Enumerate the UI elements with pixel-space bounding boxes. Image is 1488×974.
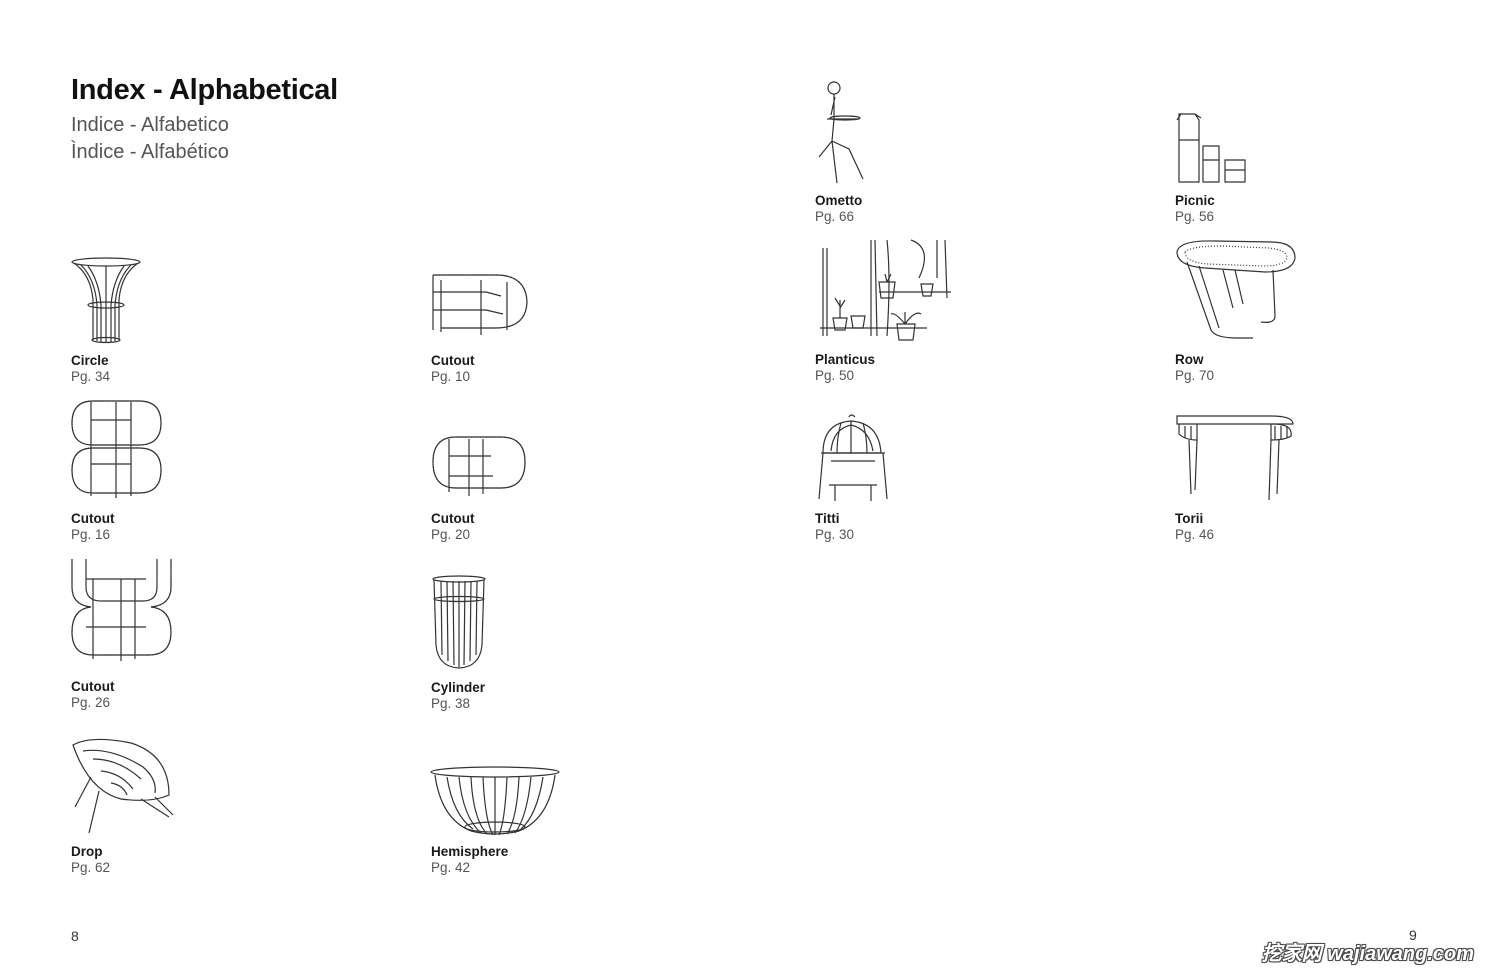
item-page: Pg. 70 — [1175, 368, 1215, 383]
index-item-torii[interactable]: Torii Pg. 46 — [1175, 410, 1375, 548]
item-name: Circle — [71, 353, 109, 368]
planticus-planters-icon — [815, 238, 967, 342]
index-item-ometto[interactable]: Ometto Pg. 66 — [815, 79, 1015, 229]
item-page: Pg. 26 — [71, 695, 111, 710]
index-item-cutout-20[interactable]: Cutout Pg. 20 — [431, 398, 631, 548]
circle-table-icon — [71, 255, 151, 345]
cutout-double-shelf-icon — [71, 398, 163, 500]
index-item-titti[interactable]: Titti Pg. 30 — [815, 413, 1015, 548]
index-item-cylinder[interactable]: Cylinder Pg. 38 — [431, 575, 631, 711]
item-page: Pg. 62 — [71, 860, 111, 875]
item-name: Drop — [71, 844, 103, 859]
cutout-shelf-icon — [431, 270, 531, 335]
index-item-row[interactable]: Row Pg. 70 — [1175, 238, 1375, 390]
item-name: Titti — [815, 511, 840, 526]
page-title: Index - Alphabetical — [71, 74, 338, 106]
ometto-stand-icon — [815, 79, 865, 185]
index-item-hemisphere[interactable]: Hemisphere Pg. 42 — [430, 765, 631, 877]
index-item-picnic[interactable]: Picnic Pg. 56 — [1175, 110, 1375, 230]
watermark: 挖家网 wajiawang.com — [1261, 943, 1474, 965]
subtitle-italian: Indice - Alfabetico — [71, 114, 229, 136]
right-page-number: 9 — [1409, 927, 1417, 943]
hemisphere-table-icon — [430, 765, 561, 837]
cutout-small-shelf-icon — [431, 434, 527, 498]
index-item-circle[interactable]: Circle Pg. 34 — [71, 255, 271, 390]
item-name: Cutout — [431, 353, 475, 368]
item-page: Pg. 20 — [431, 527, 471, 542]
item-name: Cylinder — [431, 680, 486, 695]
torii-console-icon — [1175, 410, 1295, 502]
left-page-number: 8 — [71, 928, 79, 944]
item-name: Cutout — [71, 511, 115, 526]
item-name: Row — [1175, 352, 1204, 367]
item-page: Pg. 16 — [71, 527, 111, 542]
index-item-cutout-16[interactable]: Cutout Pg. 16 — [71, 398, 271, 548]
picnic-glassware-icon — [1175, 110, 1251, 184]
item-name: Hemisphere — [431, 844, 509, 859]
item-page: Pg. 46 — [1175, 527, 1215, 542]
subtitle-spanish: Ìndice - Alfabético — [71, 141, 229, 163]
item-name: Ometto — [815, 193, 863, 208]
item-name: Cutout — [71, 679, 115, 694]
item-page: Pg. 56 — [1175, 209, 1215, 224]
item-page: Pg. 30 — [815, 527, 855, 542]
item-name: Cutout — [431, 511, 475, 526]
index-item-cutout-10[interactable]: Cutout Pg. 10 — [431, 255, 631, 390]
drop-chair-icon — [71, 737, 175, 837]
item-page: Pg. 10 — [431, 369, 471, 384]
item-page: Pg. 38 — [431, 696, 471, 711]
titti-lamp-icon — [815, 413, 891, 503]
index-item-drop[interactable]: Drop Pg. 62 — [71, 737, 271, 877]
cylinder-table-icon — [431, 575, 491, 671]
item-name: Planticus — [815, 352, 876, 367]
item-page: Pg. 50 — [815, 368, 855, 383]
item-page: Pg. 42 — [431, 860, 471, 875]
index-item-planticus[interactable]: Planticus Pg. 50 — [815, 238, 1015, 390]
index-item-cutout-26[interactable]: Cutout Pg. 26 — [71, 557, 271, 712]
item-page: Pg. 66 — [815, 209, 855, 224]
row-table-icon — [1175, 238, 1299, 342]
item-name: Torii — [1175, 511, 1204, 526]
item-page: Pg. 34 — [71, 369, 111, 384]
item-name: Picnic — [1175, 193, 1215, 208]
cutout-tall-shelf-icon — [71, 557, 175, 661]
